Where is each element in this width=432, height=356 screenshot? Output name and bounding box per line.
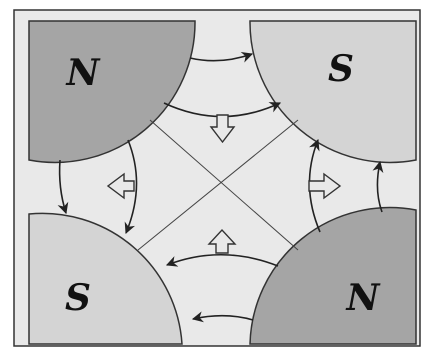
pole-bottom-left <box>28 212 183 345</box>
pole-label-bottom-left: S <box>65 277 91 319</box>
force-arrow-right <box>308 172 342 200</box>
flux-line-bottom-outer <box>191 311 254 323</box>
force-arrow-up <box>207 228 237 254</box>
pole-bottom-right <box>249 206 417 345</box>
flux-line-left-inner <box>124 139 138 235</box>
frame <box>13 9 421 347</box>
pole-top-left <box>28 20 196 164</box>
flux-line-top-outer <box>189 51 254 63</box>
force-arrow-left <box>106 172 135 200</box>
pole-top-right <box>249 20 417 164</box>
pole-label-top-right: S <box>328 48 354 90</box>
flux-line-left-outer <box>57 159 69 215</box>
diagonal-line-1 <box>149 119 299 251</box>
flux-line-bottom-inner <box>165 253 279 267</box>
force-arrow-down <box>209 114 236 144</box>
pole-label-bottom-right: N <box>346 277 382 319</box>
diagonal-line-2 <box>137 119 299 251</box>
pole-label-top-left: N <box>66 52 102 94</box>
flux-line-right-outer <box>372 160 384 213</box>
